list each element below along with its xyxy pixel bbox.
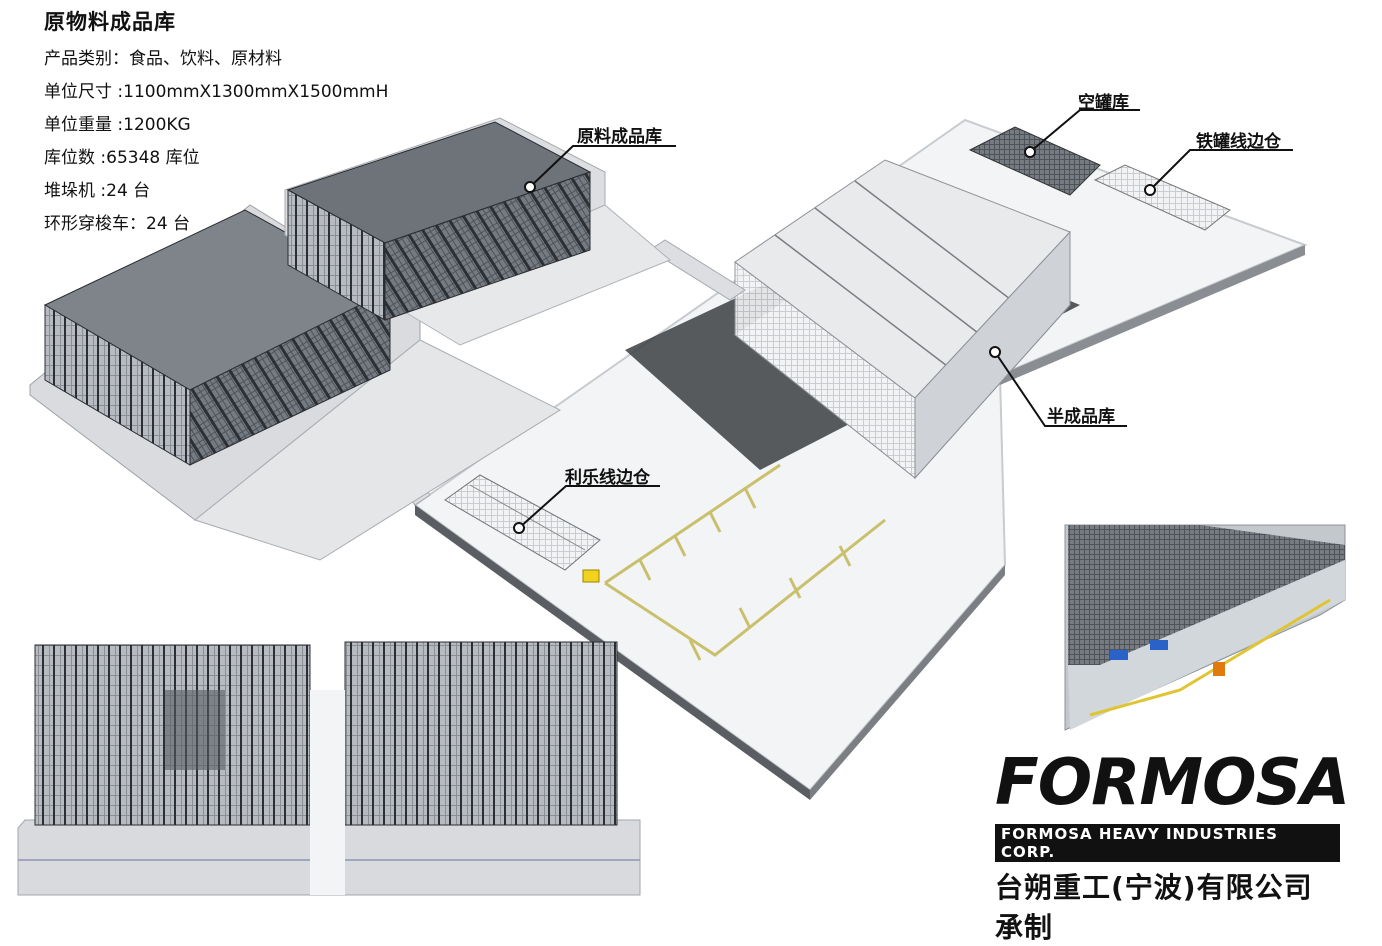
inset-render [1064, 524, 1346, 731]
callout-dots [513, 146, 1156, 534]
info-stacker-cranes: 堆垛机 :24 台 [44, 181, 151, 201]
callout-leaders [518, 109, 1293, 529]
label-lile-side: 利乐线边仓 [565, 468, 650, 488]
info-storage-positions: 库位数 :65348 库位 [44, 148, 200, 168]
yellow-conveyor [604, 463, 886, 661]
logo-subtitle: FORMOSA HEAVY INDUSTRIES CORP. [995, 824, 1340, 862]
info-product-category: 产品类别：食品、饮料、原材料 [44, 49, 282, 69]
logo-chinese-name: 台朔重工(宁波)有限公司承制 [995, 871, 1313, 944]
iron-can-racks [1093, 164, 1231, 231]
logo-wordmark: FORMOSA [995, 746, 1350, 820]
info-shuttle-cars: 环形穿梭车：24 台 [44, 214, 191, 234]
label-semi-finished: 半成品库 [1047, 407, 1115, 427]
info-title: 原物料成品库 [44, 10, 176, 34]
label-empty-can: 空罐库 [1078, 93, 1129, 113]
front-view-render [17, 641, 641, 896]
label-raw-finished: 原料成品库 [577, 127, 662, 147]
label-iron-can-side: 铁罐线边仓 [1196, 132, 1281, 152]
empty-can-racks [968, 126, 1101, 196]
info-unit-weight: 单位重量 :1200KG [44, 115, 191, 135]
info-unit-size: 单位尺寸 :1100mmX1300mmX1500mmH [44, 82, 389, 102]
formosa-logo: FORMOSA FORMOSA HEAVY INDUSTRIES CORP. 台… [995, 746, 1350, 946]
info-panel: 原物料成品库 产品类别：食品、饮料、原材料 单位尺寸 :1100mmX1300m… [44, 6, 388, 241]
raw-finished-warehouse [29, 117, 671, 561]
lile-side-racks [444, 474, 601, 583]
